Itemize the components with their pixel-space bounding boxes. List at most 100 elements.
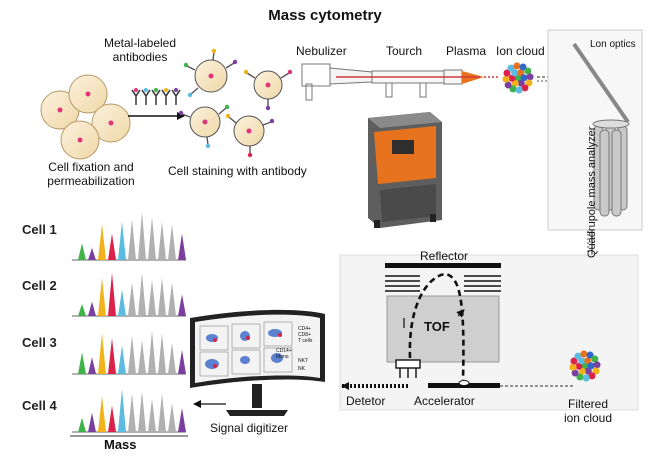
stained-cell bbox=[178, 104, 230, 149]
screen-label: CD14+ bbox=[276, 348, 292, 354]
ion-dot bbox=[524, 67, 532, 75]
spectrum-peak bbox=[118, 289, 126, 316]
reflector-label: Reflector bbox=[420, 249, 469, 263]
antibody-icon bbox=[131, 88, 141, 105]
spectrum-peak bbox=[128, 282, 136, 316]
screen-label: NKT bbox=[298, 358, 308, 364]
spectrum-peak bbox=[98, 277, 106, 316]
label-line: Metal-labeled bbox=[103, 36, 177, 50]
stained-cell bbox=[225, 113, 275, 158]
spectrum-peak bbox=[128, 335, 136, 374]
ion-dot bbox=[575, 362, 583, 370]
cell-3-label: Cell 3 bbox=[22, 335, 57, 350]
ion-dot bbox=[514, 74, 522, 82]
label-line: antibodies bbox=[112, 50, 168, 64]
plasma-label: Plasma bbox=[446, 44, 487, 58]
ion-dot bbox=[587, 362, 595, 370]
ion-cloud-label: Ion cloud bbox=[496, 44, 545, 58]
antibody-icon bbox=[151, 88, 161, 105]
stained-cell bbox=[183, 48, 238, 98]
spectrum-peak bbox=[168, 342, 176, 374]
spectrum-peak bbox=[158, 277, 166, 316]
tourch-label: Tourch bbox=[386, 44, 423, 58]
label-line: Cell fixation and bbox=[48, 160, 134, 174]
spectrum-peak bbox=[78, 304, 86, 316]
cell-nucleus bbox=[85, 91, 91, 97]
ion-optics-plate bbox=[572, 42, 630, 124]
spectrum-peak bbox=[178, 233, 186, 260]
ion-dot bbox=[511, 69, 519, 77]
spectrum-peak bbox=[168, 224, 176, 260]
ion-dot bbox=[588, 372, 596, 380]
spectrum-peak bbox=[138, 391, 146, 432]
spectrum-peak bbox=[138, 272, 146, 316]
antibody-icon bbox=[141, 88, 151, 105]
spectrum-peak bbox=[138, 340, 146, 374]
stained-cell bbox=[243, 69, 293, 111]
spectrum-peak bbox=[158, 221, 166, 260]
cell-4-label: Cell 4 bbox=[22, 398, 57, 413]
spectrum-peak bbox=[168, 282, 176, 316]
spectrum-peak bbox=[78, 417, 86, 432]
ion-dot bbox=[591, 355, 599, 363]
mass-spectra bbox=[72, 212, 186, 433]
spectrum-peak bbox=[108, 233, 116, 260]
spectrum-peak bbox=[148, 280, 156, 316]
label-line: ion cloud bbox=[563, 411, 613, 425]
spectrum-peak bbox=[138, 212, 146, 260]
label-line: Filtered bbox=[567, 397, 608, 411]
tof-label: TOF bbox=[424, 319, 450, 334]
ion-dot bbox=[570, 357, 578, 365]
detector-label: Detetor bbox=[346, 394, 386, 408]
ion-dot bbox=[580, 350, 588, 358]
ion-dot bbox=[513, 62, 521, 70]
quadrupole-label: Quadrupole mass analyzer bbox=[586, 126, 598, 258]
spectrum-peak bbox=[98, 224, 106, 260]
spectrum-peak bbox=[118, 221, 126, 260]
cell-2-label: Cell 2 bbox=[22, 278, 57, 293]
stained-cells bbox=[178, 48, 293, 158]
spectrum-peak bbox=[118, 345, 126, 374]
spectrum-peak bbox=[88, 301, 96, 316]
spectrum-peak bbox=[88, 357, 96, 374]
ion-dot bbox=[502, 75, 510, 83]
ion-dot bbox=[569, 363, 577, 371]
ion-optics-label: Lon optics bbox=[590, 39, 636, 50]
screen-label: T cells bbox=[298, 338, 313, 344]
antibody-icon bbox=[171, 88, 181, 105]
tof-chamber bbox=[386, 295, 500, 363]
signal-digitizer-label: Signal digitizer bbox=[210, 421, 289, 435]
spectrum-peak bbox=[108, 338, 116, 374]
quadrupole-rods bbox=[592, 119, 630, 217]
ion-dot bbox=[578, 357, 586, 365]
spectrum-peak bbox=[148, 216, 156, 260]
ion-dot bbox=[520, 74, 528, 82]
ion-dot bbox=[526, 73, 534, 81]
spectrum-peak bbox=[178, 294, 186, 316]
spectrum-peak bbox=[108, 405, 116, 432]
nebulizer-label: Nebulizer bbox=[296, 44, 347, 58]
accelerator-label: Accelerator bbox=[414, 394, 475, 408]
metal-antibodies-label: Metal-labeled antibodies bbox=[92, 36, 188, 64]
ion-dot bbox=[576, 373, 584, 381]
spectrum-peak bbox=[98, 333, 106, 374]
ion-dot bbox=[581, 362, 589, 370]
filtered-ion-cloud bbox=[569, 350, 601, 382]
ion-dot bbox=[525, 79, 533, 87]
reflector-top bbox=[385, 263, 501, 268]
reflector-grid bbox=[385, 275, 501, 292]
spectrum-peak bbox=[178, 350, 186, 374]
ion-dot bbox=[509, 85, 517, 93]
spectrum-peak bbox=[128, 219, 136, 260]
screen-label: CD4+ bbox=[298, 326, 311, 332]
spectrum-peak bbox=[118, 388, 126, 432]
ion-dot bbox=[521, 84, 529, 92]
cell-nucleus bbox=[57, 107, 63, 113]
ion-dot bbox=[571, 369, 579, 377]
cell-1-label: Cell 1 bbox=[22, 222, 57, 237]
tof-flight-path bbox=[408, 272, 465, 381]
spectrum-peak bbox=[98, 396, 106, 432]
ion-dot bbox=[517, 79, 525, 87]
spectrum-peak bbox=[168, 403, 176, 432]
diagram-title: Mass cytometry bbox=[268, 7, 382, 24]
